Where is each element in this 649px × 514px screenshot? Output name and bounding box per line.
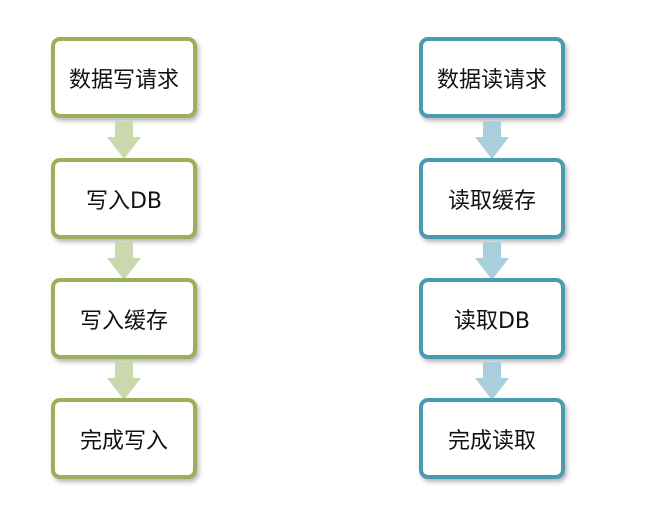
read-step-done: 完成读取: [419, 398, 565, 479]
read-step-db: 读取DB: [419, 278, 565, 359]
write-step-request: 数据写请求: [51, 37, 197, 118]
read-step-request: 数据读请求: [419, 37, 565, 118]
write-step-done: 完成写入: [51, 398, 197, 479]
write-step-db: 写入DB: [51, 158, 197, 239]
read-arrow-2: [475, 242, 509, 280]
read-arrow-1: [475, 121, 509, 159]
write-arrow-3: [107, 362, 141, 400]
read-step-cache: 读取缓存: [419, 158, 565, 239]
write-arrow-2: [107, 242, 141, 280]
write-step-cache: 写入缓存: [51, 278, 197, 359]
write-arrow-1: [107, 121, 141, 159]
read-arrow-3: [475, 362, 509, 400]
